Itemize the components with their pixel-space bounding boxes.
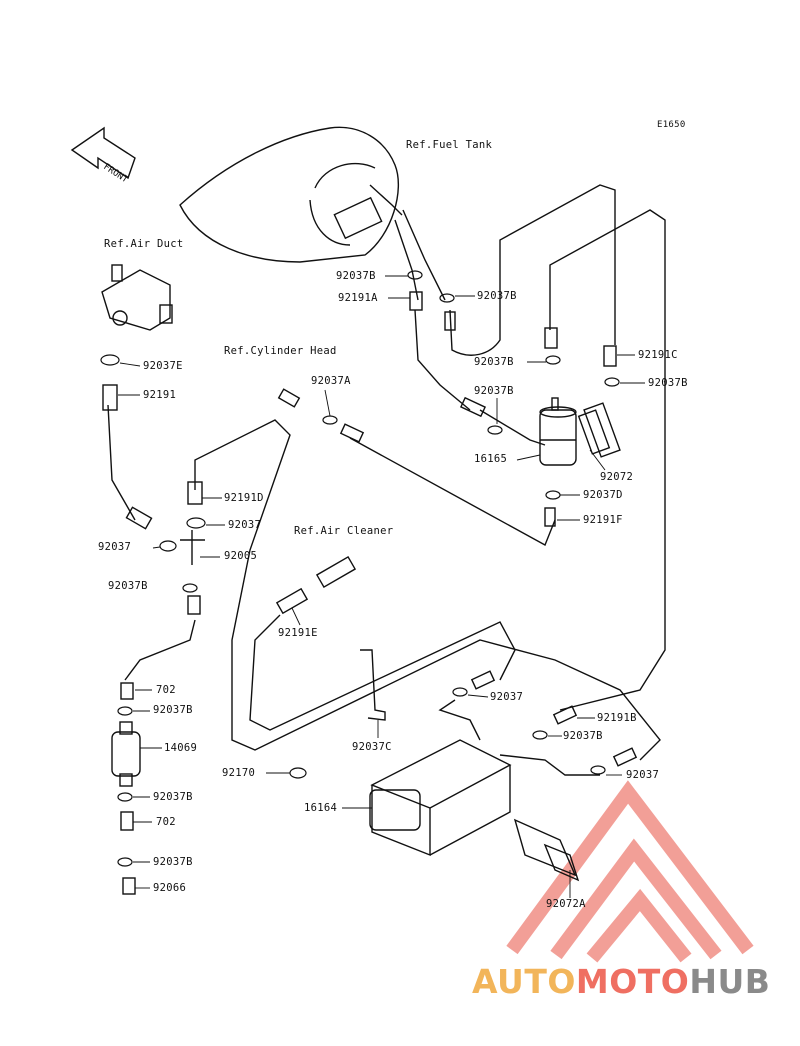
bracket-92037C: [360, 649, 386, 721]
part-label: 92037: [98, 541, 132, 553]
hose-92037-right: [499, 754, 600, 776]
part-label: 92170: [222, 767, 256, 779]
hose-92191C-loop: [549, 209, 666, 711]
filter-14069: [111, 721, 141, 787]
watermark-hub: HUB: [689, 962, 771, 1001]
part-label: 92191E: [278, 627, 318, 639]
hose-piece-92191D: [187, 481, 203, 505]
part-label: 92072A: [546, 898, 586, 910]
leader-lines: [118, 275, 645, 898]
part-label: 92191A: [338, 292, 378, 304]
part-label: 92037: [228, 519, 262, 531]
fuel-tank-outline: [179, 126, 403, 263]
part-label: 92066: [153, 882, 187, 894]
part-label: 92037D: [583, 489, 623, 501]
air-duct-part: [101, 264, 173, 331]
watermark-auto: AUTO: [472, 962, 576, 1001]
ref-fuel-tank: Ref.Fuel Tank: [406, 139, 493, 151]
air-cleaner-fitting: [315, 555, 357, 589]
part-label: 92037: [626, 769, 660, 781]
bracket-92072A: [513, 818, 580, 882]
watermark-triangle: [506, 780, 754, 963]
part-label: 92037B: [477, 290, 517, 302]
hose-92191A: [414, 309, 471, 411]
hose-piece-g: [125, 506, 153, 530]
part-label: 92191D: [224, 492, 264, 504]
part-label: 92037B: [474, 356, 514, 368]
hose-piece-b: [544, 327, 558, 349]
clamps: [100, 270, 620, 867]
hose-piece-92191A: [409, 291, 423, 311]
joint-92005: [180, 530, 205, 565]
part-label: 92037B: [648, 377, 688, 389]
hose-piece-92191: [102, 384, 118, 411]
part-label: 92037B: [153, 791, 193, 803]
hose-92191: [107, 404, 136, 521]
part-label: 92037: [490, 691, 524, 703]
diagram-code: E1650: [657, 120, 686, 130]
part-label: 92191B: [597, 712, 637, 724]
hose-piece-702a: [120, 682, 134, 700]
hose-piece-e: [339, 423, 365, 443]
part-label: 16164: [304, 802, 338, 814]
part-label: 92037B: [153, 704, 193, 716]
bracket-92072: [577, 402, 621, 458]
part-label: 92037B: [336, 270, 376, 282]
part-label: 92037B: [474, 385, 514, 397]
part-label: 92191F: [583, 514, 623, 526]
hose-92037-mid: [438, 699, 481, 741]
canister-16165: [539, 397, 577, 466]
part-label: 16165: [474, 453, 508, 465]
part-label: 92072: [600, 471, 634, 483]
front-label: FRONT: [101, 162, 130, 185]
hose-fuel-tank-b: [394, 219, 419, 301]
hose-piece-92191B: [552, 705, 578, 725]
fitting-92191E: [275, 587, 309, 615]
part-label: 92037B: [563, 730, 603, 742]
hose-92191D-loop: [194, 419, 661, 761]
watermark-moto: MOTO: [575, 962, 690, 1001]
part-label: 702: [156, 816, 176, 828]
hose-piece-92191C: [603, 345, 617, 367]
hose-fuel-tank-a: [402, 209, 446, 301]
ref-cylinder-head: Ref.Cylinder Head: [224, 345, 337, 357]
part-label: 92037C: [352, 741, 392, 753]
cylinder-head-fitting: [277, 388, 301, 408]
hose-piece-f: [459, 396, 487, 418]
front-arrow-icon: [70, 126, 136, 180]
hose-piece-702b: [120, 811, 134, 831]
hose-92037B-loop: [449, 184, 616, 356]
canister-16164: [369, 739, 512, 857]
watermark-logo: AUTOMOTOHUB: [472, 962, 770, 1001]
hose-92191E: [249, 614, 516, 731]
ref-air-duct: Ref.Air Duct: [104, 238, 184, 250]
hose-piece-d: [612, 747, 638, 767]
hose-92191F: [349, 437, 556, 546]
part-label: 14069: [164, 742, 198, 754]
part-label: 702: [156, 684, 176, 696]
hose-piece-a: [444, 311, 456, 331]
part-label: 92005: [224, 550, 258, 562]
hose-piece-c: [470, 670, 496, 690]
part-label: 92191: [143, 389, 177, 401]
part-label: 92037E: [143, 360, 183, 372]
ref-air-cleaner: Ref.Air Cleaner: [294, 525, 394, 537]
hose-piece-b2: [187, 595, 201, 615]
part-label: 92037B: [108, 580, 148, 592]
part-label: 92037A: [311, 375, 351, 387]
part-label: 92037B: [153, 856, 193, 868]
fitting-92066: [122, 877, 136, 895]
part-label: 92191C: [638, 349, 678, 361]
hose-702-upper: [124, 619, 196, 681]
hose-piece-92191F: [544, 507, 556, 527]
